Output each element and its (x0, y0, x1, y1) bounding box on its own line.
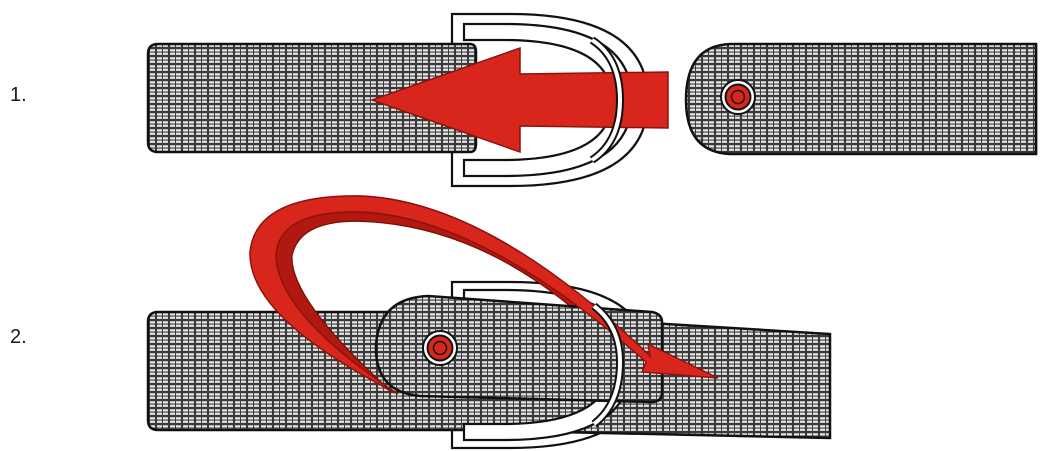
rivet-icon (720, 79, 756, 115)
right-strap-tip (684, 42, 1038, 156)
left-strap (146, 42, 478, 154)
step-1-label: 1. (10, 84, 27, 106)
buckle-frame-front (462, 22, 634, 178)
curved-arrow (249, 195, 719, 395)
direction-arrow-left (369, 46, 669, 154)
step-2-illustration (146, 195, 832, 450)
rivet-icon-2 (422, 330, 458, 366)
folded-strap-tip (374, 294, 664, 404)
step-2-label: 2. (10, 326, 27, 348)
step-1-illustration (146, 12, 1038, 188)
